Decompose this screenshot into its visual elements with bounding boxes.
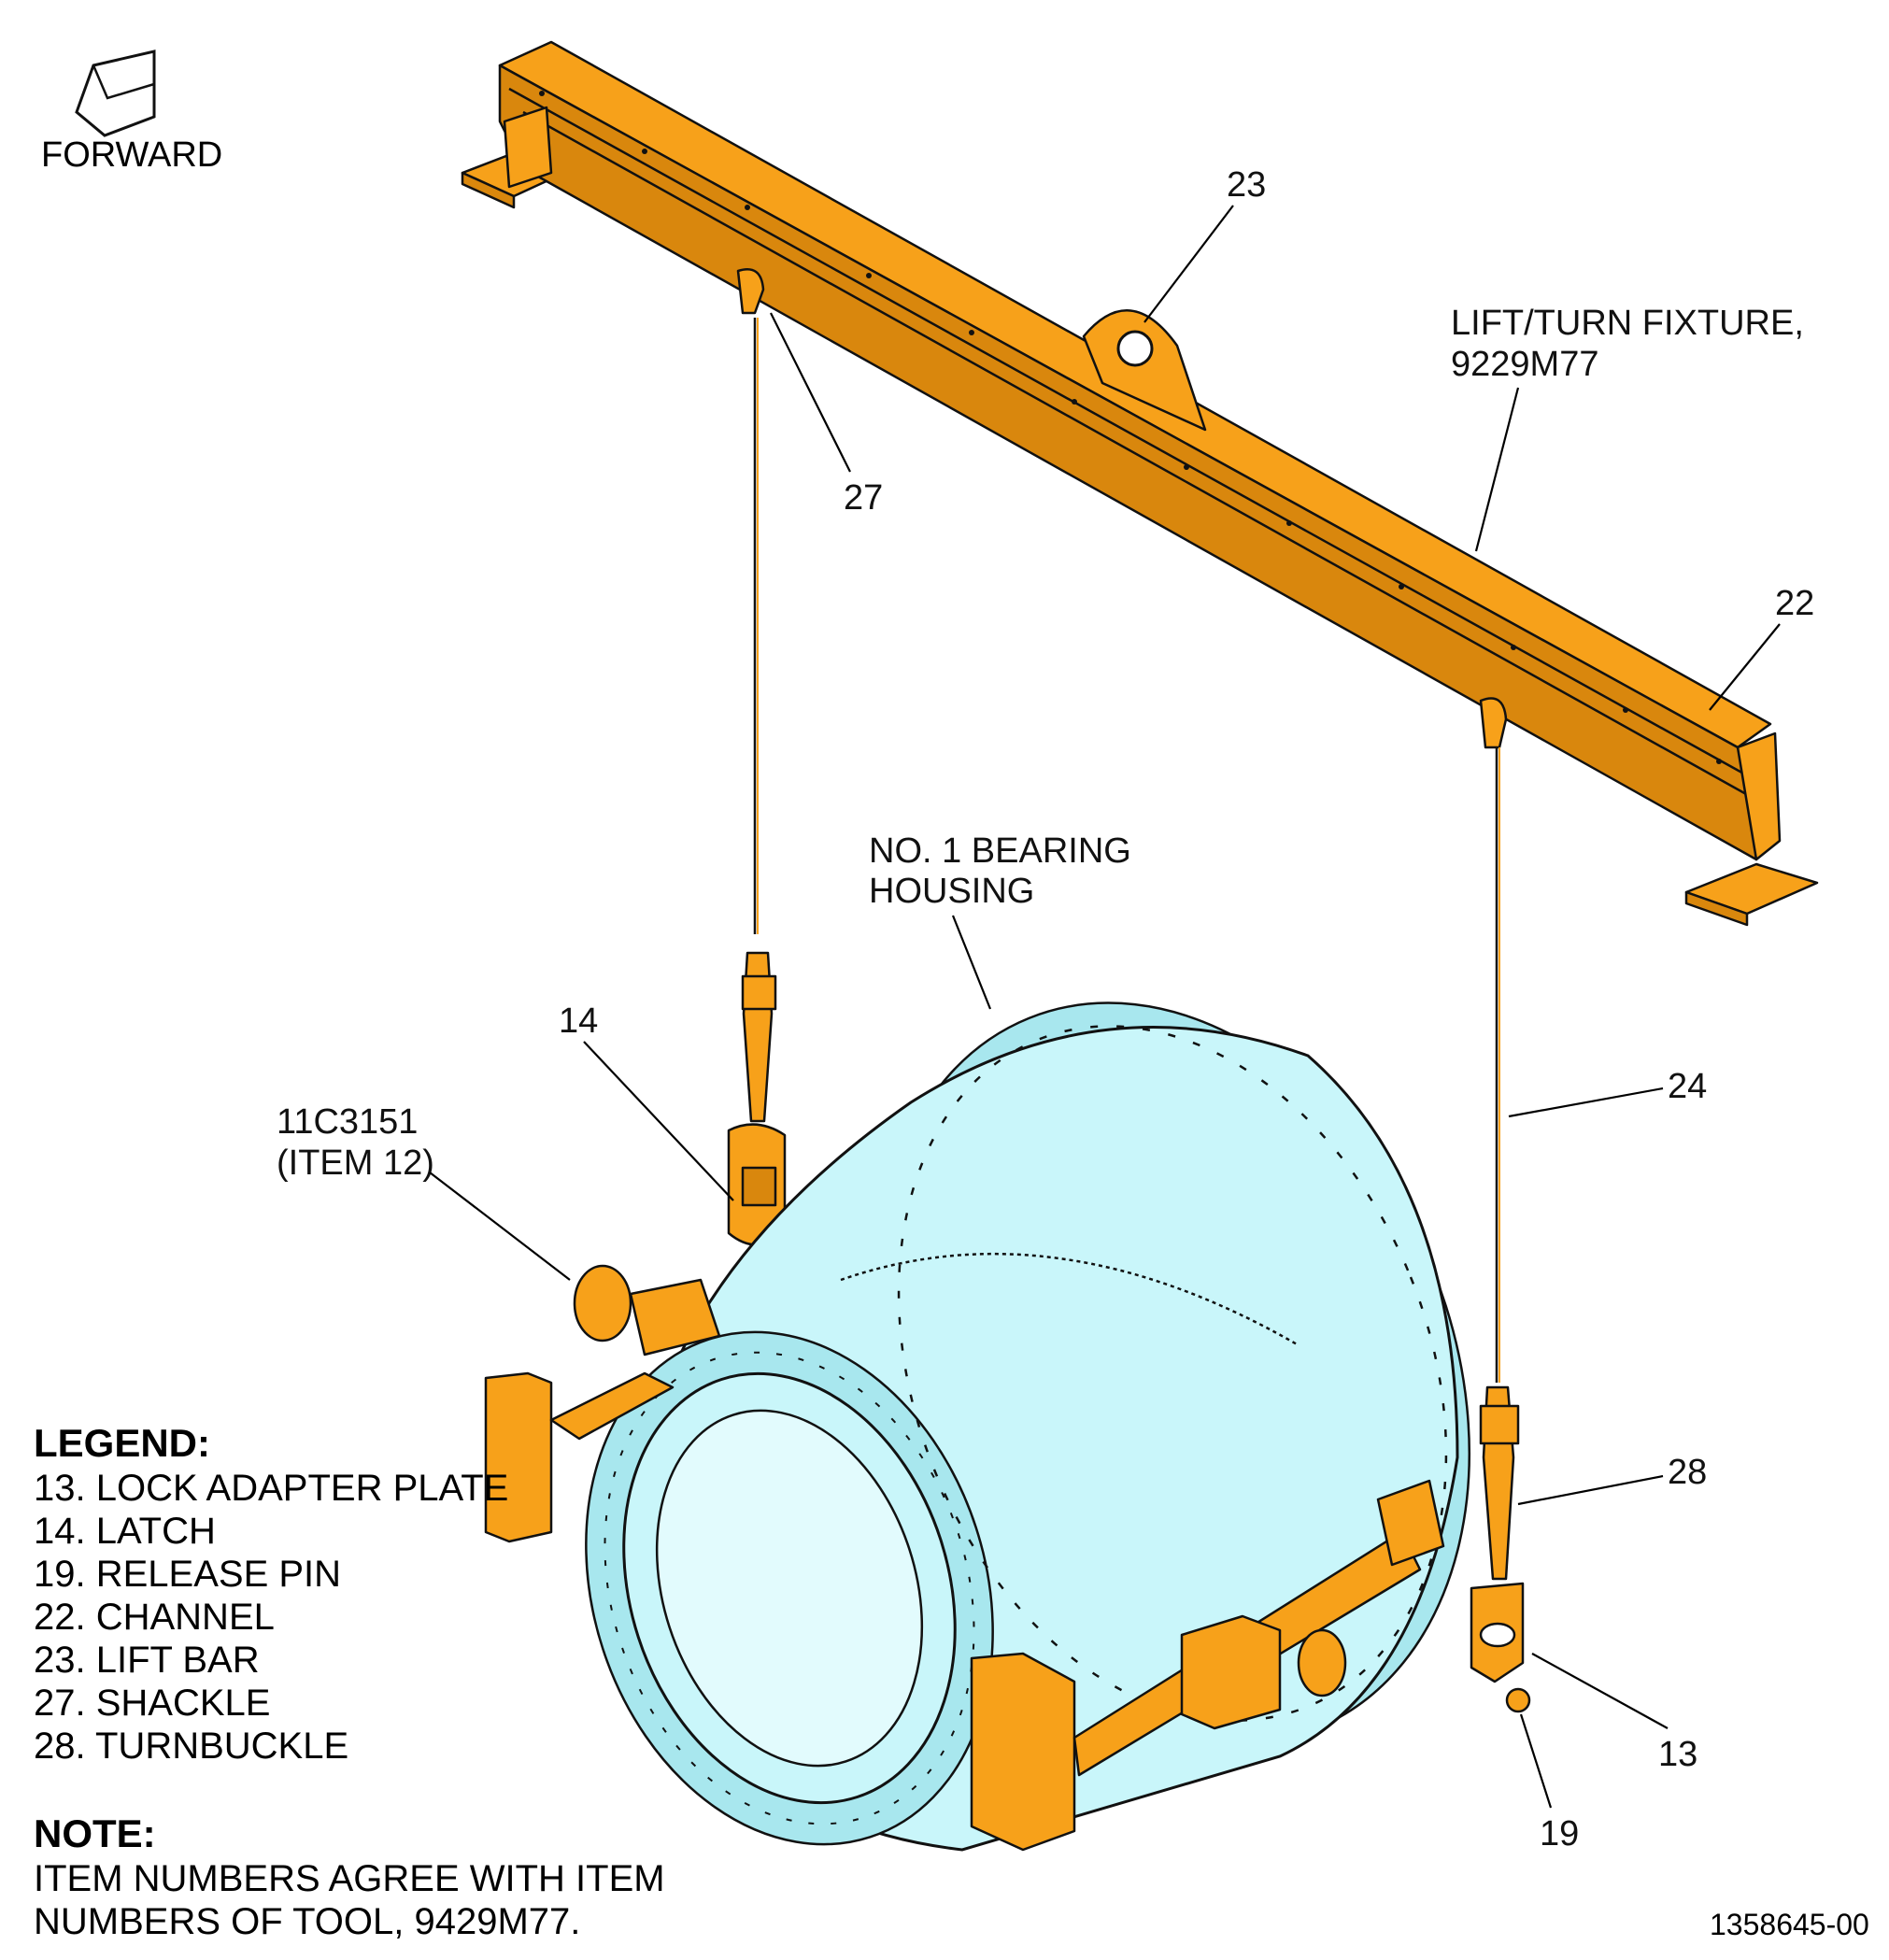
callout-27: 27 xyxy=(844,478,883,518)
lift-bar-beam xyxy=(461,40,1819,927)
legend-item: 22. CHANNEL xyxy=(34,1597,275,1638)
callout-housing-line2: HOUSING xyxy=(869,872,1034,911)
drawing-number: 1358645-00 xyxy=(1710,1908,1869,1941)
support-frame xyxy=(484,1264,1445,1852)
callout-14: 14 xyxy=(559,1001,598,1041)
callout-19: 19 xyxy=(1540,1814,1579,1853)
callout-24: 24 xyxy=(1668,1067,1707,1106)
right-rigging xyxy=(1470,747,1531,1713)
legend: LEGEND: 13. LOCK ADAPTER PLATE 14. LATCH… xyxy=(34,1420,508,1768)
legend-item: 28. TURNBUCKLE xyxy=(34,1726,349,1767)
legend-item: 13. LOCK ADAPTER PLATE xyxy=(34,1468,509,1509)
legend-item: 27. SHACKLE xyxy=(34,1683,271,1724)
forward-label: FORWARD xyxy=(41,135,223,175)
note-title: NOTE: xyxy=(34,1811,156,1855)
callout-fixture-line1: LIFT/TURN FIXTURE, xyxy=(1451,304,1804,343)
callout-item12-line1: 11C3151 xyxy=(277,1102,418,1142)
note-line: NUMBERS OF TOOL, 9429M77. xyxy=(34,1901,581,1942)
callout-13: 13 xyxy=(1658,1735,1697,1774)
callouts: 23 27 LIFT/TURN FIXTURE, 9229M77 22 NO. … xyxy=(277,165,1814,1853)
left-rigging xyxy=(727,318,787,1246)
callout-housing-line1: NO. 1 BEARING xyxy=(869,831,1131,871)
legend-title: LEGEND: xyxy=(34,1421,210,1465)
legend-item: 14. LATCH xyxy=(34,1511,216,1552)
note: NOTE: ITEM NUMBERS AGREE WITH ITEM NUMBE… xyxy=(34,1811,688,1943)
legend-item: 23. LIFT BAR xyxy=(34,1640,260,1681)
callout-28: 28 xyxy=(1668,1453,1707,1492)
legend-item: 19. RELEASE PIN xyxy=(34,1554,342,1595)
callout-fixture-line2: 9229M77 xyxy=(1451,345,1598,384)
callout-item12-line2: (ITEM 12) xyxy=(277,1143,434,1183)
note-line: ITEM NUMBERS AGREE WITH ITEM xyxy=(34,1858,665,1899)
callout-23: 23 xyxy=(1227,165,1266,205)
forward-arrow-icon xyxy=(75,50,156,137)
callout-22: 22 xyxy=(1775,584,1814,623)
